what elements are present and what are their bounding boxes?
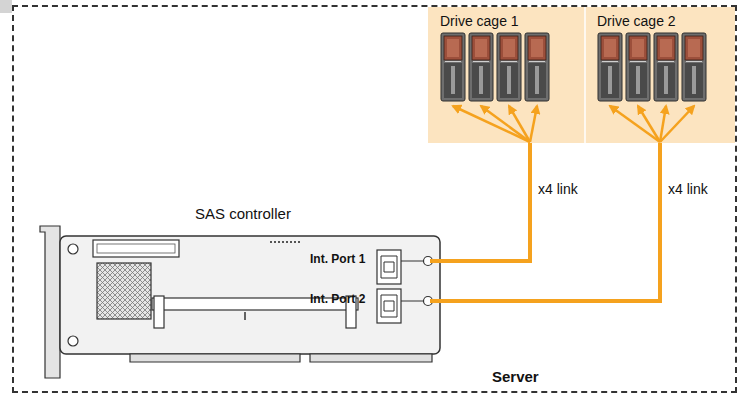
node-label: Int. Port 1 — [310, 253, 365, 267]
lane-arrow — [509, 106, 530, 142]
port-connector — [377, 250, 433, 323]
cable-line — [430, 143, 530, 261]
circuit-board — [282, 241, 284, 243]
circuit-board — [60, 236, 440, 362]
circuit-board — [68, 336, 78, 346]
port-connector — [377, 289, 401, 323]
node-label: Drive cage 1 — [440, 13, 519, 29]
port-connector — [401, 261, 424, 262]
drive-cage-ground — [428, 7, 585, 143]
node-label: Server — [492, 368, 539, 385]
lane-arrow — [660, 106, 694, 142]
hard-drive — [469, 33, 493, 101]
node-label: Drive cage 2 — [597, 13, 676, 29]
circuit-board — [278, 241, 280, 243]
node-label: SAS controller — [195, 205, 291, 222]
lane-arrow — [530, 106, 537, 142]
hard-drive — [682, 33, 706, 101]
port-connector — [381, 256, 397, 278]
port-connector — [377, 250, 401, 284]
drive-cage-ground — [428, 7, 735, 143]
circuit-board — [60, 236, 440, 354]
hard-drive — [654, 33, 678, 101]
circuit-board — [244, 312, 246, 320]
circuit-board — [274, 241, 276, 243]
drive-cage-ground — [584, 7, 586, 143]
port-connector — [401, 301, 424, 302]
circuit-board — [270, 241, 300, 243]
drive-cage-ground — [585, 7, 735, 143]
lane-arrow — [638, 106, 660, 142]
circuit-board — [68, 244, 78, 254]
node-label: Int. Port 2 — [310, 293, 365, 307]
lane-arrow — [610, 106, 660, 142]
sas-cable — [430, 106, 694, 301]
circuit-board — [97, 244, 175, 253]
mounting-bracket — [40, 226, 60, 378]
mounting-bracket — [40, 226, 60, 378]
hard-drive — [598, 33, 622, 101]
circuit-board — [290, 241, 292, 243]
drive-cage: Drive cage 1 — [428, 7, 585, 143]
circuit-board — [298, 241, 300, 243]
circuit-board — [270, 241, 272, 243]
link-label: x4 link — [665, 181, 711, 198]
circuit-board — [294, 241, 296, 243]
circuit-board — [130, 354, 432, 362]
hard-drive — [441, 33, 465, 101]
sas-cable — [430, 106, 537, 261]
drive-cage: Drive cage 2 — [585, 7, 735, 143]
internal-port: Int. Port 1 — [305, 250, 430, 272]
circuit-board — [154, 296, 164, 328]
circuit-board — [286, 241, 288, 243]
link-label: x4 link — [535, 181, 581, 198]
internal-port: Int. Port 2 — [305, 290, 430, 312]
port-connector — [381, 295, 397, 317]
server-boundary: Drive cage 1 Drive cage 2 Int. Port 1 Int. … — [12, 5, 737, 393]
corner-tab — [0, 0, 12, 13]
lane-arrow — [481, 106, 530, 142]
cable-line — [430, 143, 660, 301]
circuit-board — [93, 240, 179, 257]
hard-drive — [497, 33, 521, 101]
hard-drive — [626, 33, 650, 101]
circuit-board — [97, 263, 151, 319]
lane-arrow — [453, 106, 530, 142]
sas-controller-card: Int. Port 1Int. Port 2SAS controller — [60, 236, 440, 360]
hard-drive — [525, 33, 549, 101]
hard-drive — [441, 33, 706, 101]
